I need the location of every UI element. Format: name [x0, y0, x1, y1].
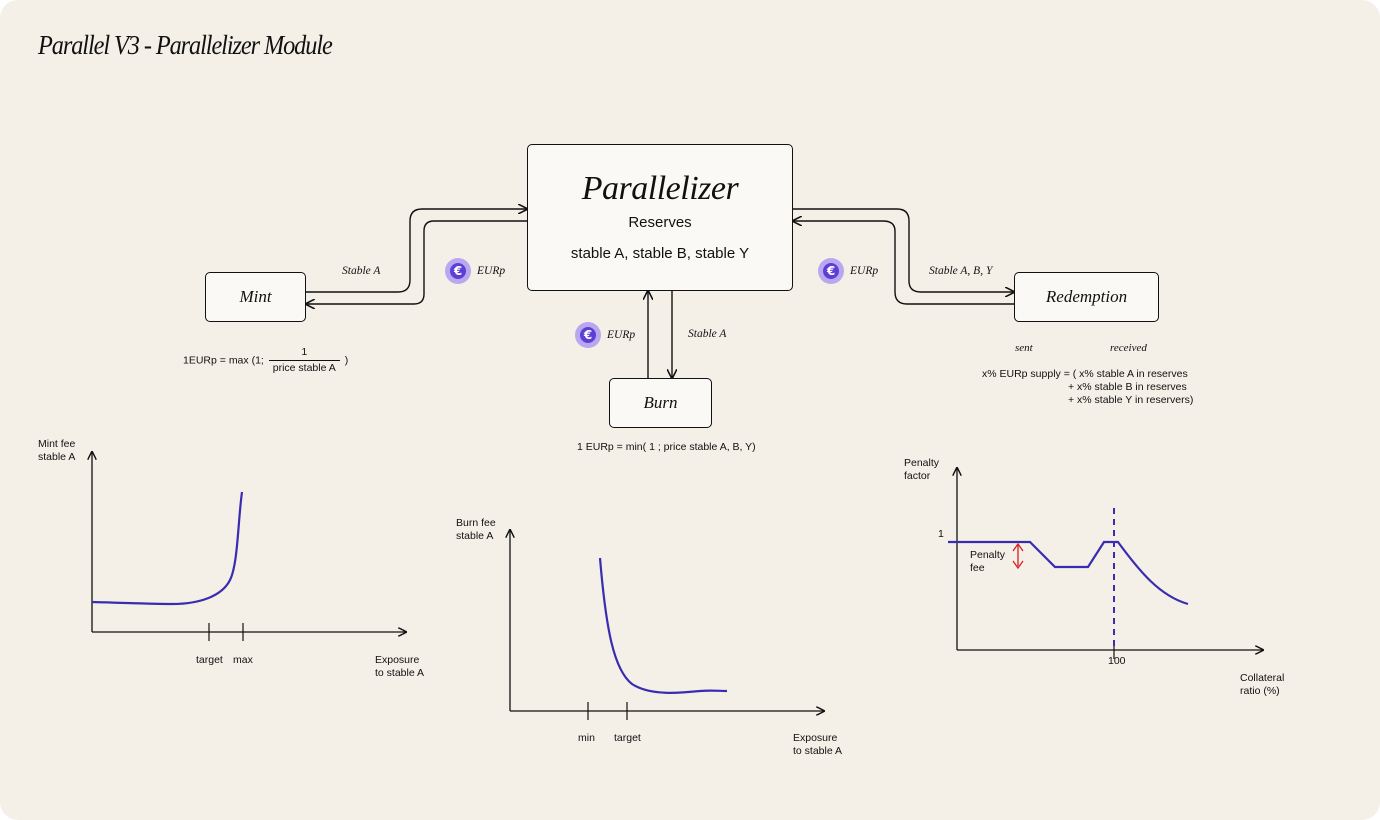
burn-label: Burn: [643, 393, 678, 412]
burn-chart-tick-label-min: min: [578, 732, 595, 744]
mint-chart-tick-label-target: target: [196, 654, 223, 666]
redemption-stable-label: Stable A, B, Y: [929, 265, 993, 277]
reserves-label: Reserves: [628, 213, 692, 231]
parallelizer-title: Parallelizer: [581, 169, 739, 207]
redemption-label: Redemption: [1045, 287, 1128, 306]
mint-inflow-arrow: [306, 209, 527, 293]
redemption-inflow-arrow: [793, 221, 1014, 305]
parallelizer-box[interactable]: Parallelizer Reserves stable A, stable B…: [527, 144, 793, 291]
redemption-received-label: received: [1110, 342, 1147, 354]
burn-box[interactable]: Burn: [609, 378, 712, 428]
burn-token-group: € EURp: [575, 322, 635, 348]
reserves-list: stable A, stable B, stable Y: [570, 244, 750, 262]
mint-token-group: € EURp: [445, 258, 505, 284]
penalty-chart-x-tick-label: 100: [1108, 655, 1126, 667]
euro-coin-icon: €: [575, 322, 601, 348]
mint-stable-label: Stable A: [342, 265, 381, 277]
mint-formula-denominator: price stable A: [268, 360, 340, 375]
burn-formula: 1 EURp = min( 1 ; price stable A, B, Y): [577, 441, 756, 453]
mint-formula-right: ): [344, 354, 349, 367]
euro-coin-icon: €: [818, 258, 844, 284]
redemption-sent-label: sent: [1015, 342, 1033, 354]
redemption-token-label: EURp: [850, 265, 879, 277]
mint-box[interactable]: Mint: [205, 272, 306, 322]
mint-label: Mint: [239, 287, 272, 306]
penalty-factor-curve: [948, 540, 1189, 606]
burn-fee-curve: [598, 557, 728, 694]
burn-stable-label: Stable A: [688, 328, 727, 340]
mint-formula: 1EURp = max (1; 1 price stable A ): [183, 346, 348, 375]
redemption-formula-line-1: x% EURp supply = ( x% stable A in reserv…: [982, 368, 1188, 380]
page-title: Parallel V3 - Parallelizer Module: [38, 30, 333, 60]
redemption-outflow-arrow: [793, 208, 1014, 292]
redemption-formula-line-3: + x% stable Y in reservers): [1068, 394, 1194, 406]
mint-formula-left: 1EURp = max (1;: [183, 354, 264, 367]
redemption-box[interactable]: Redemption: [1014, 272, 1159, 322]
euro-coin-icon: €: [445, 258, 471, 284]
mint-chart-tick-label-max: max: [233, 654, 253, 666]
mint-formula-numerator: 1: [301, 346, 308, 358]
mint-token-label: EURp: [477, 265, 506, 277]
redemption-token-group: € EURp: [818, 258, 878, 284]
burn-chart-tick-label-target: target: [614, 732, 641, 744]
redemption-formula-line-2: + x% stable B in reserves: [1068, 381, 1187, 393]
burn-token-label: EURp: [607, 329, 636, 341]
mint-fee-curve: [91, 491, 244, 606]
penalty-fee-arrow: [1012, 542, 1024, 570]
mint-formula-fraction: 1 price stable A: [268, 346, 340, 375]
mint-outflow-arrow: [306, 220, 527, 304]
penalty-chart-y-tick-label: 1: [938, 528, 944, 540]
